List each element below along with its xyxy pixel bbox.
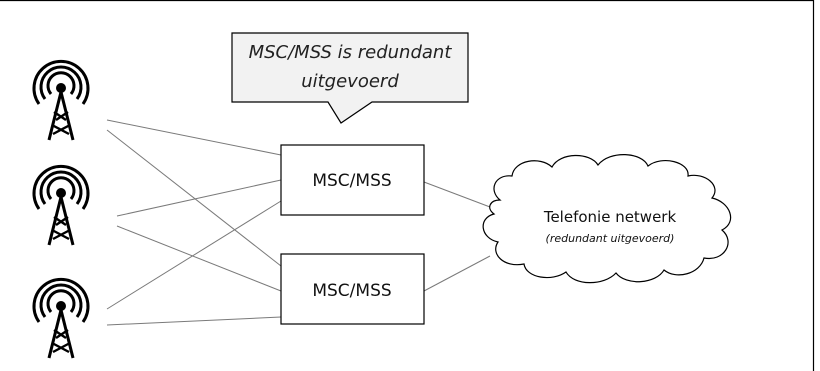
callout-bubble — [231, 32, 469, 124]
cell-tower-icon — [32, 164, 90, 247]
cloud-title: Telefonie netwerk — [543, 208, 677, 226]
connection-line — [106, 316, 282, 326]
cell-tower-icon — [32, 277, 90, 360]
connection-line — [116, 225, 282, 292]
cloud-connections — [423, 181, 491, 292]
cell-tower-icon — [32, 59, 90, 142]
msc-box — [280, 253, 425, 325]
connection-line — [423, 181, 491, 208]
msc-label: MSC/MSS — [312, 171, 391, 191]
connection-line — [106, 200, 282, 310]
msc-box — [280, 144, 425, 216]
msc-label: MSC/MSS — [312, 281, 391, 301]
tower-connections — [106, 119, 282, 326]
connection-line — [423, 255, 491, 292]
telephony-cloud: Telefonie netwerk (redundant uitgevoerd) — [482, 154, 732, 284]
cloud-shape — [482, 154, 732, 284]
callout: MSC/MSS is redundant uitgevoerd — [231, 32, 469, 124]
cloud-subtitle: (redundant uitgevoerd) — [546, 232, 675, 245]
callout-line-2: uitgevoerd — [301, 71, 399, 92]
msc-node-1: MSC/MSS — [280, 144, 425, 216]
connection-line — [106, 129, 282, 267]
msc-node-2: MSC/MSS — [280, 253, 425, 325]
connection-line — [116, 179, 282, 217]
callout-line-1: MSC/MSS is redundant — [249, 42, 453, 63]
connection-line — [106, 119, 282, 156]
